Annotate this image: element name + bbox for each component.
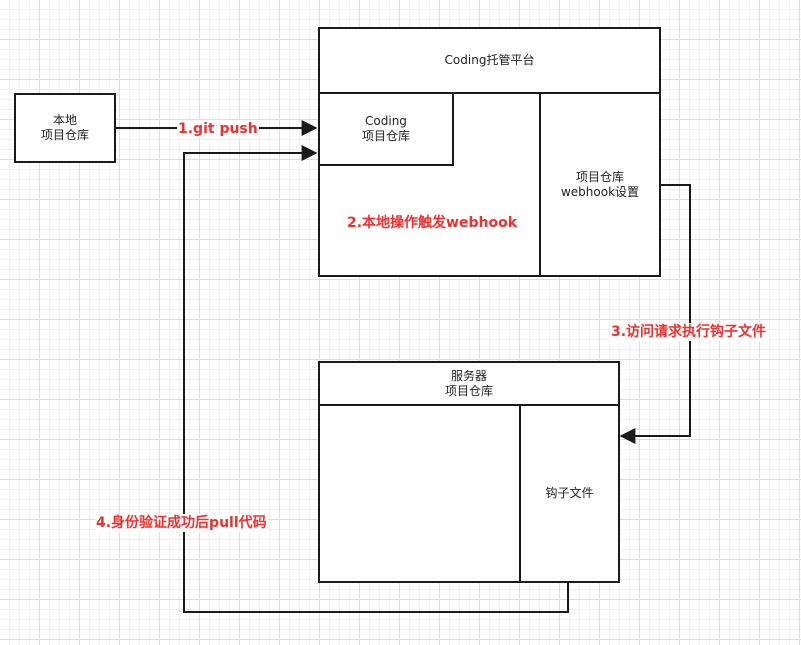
hook-file-box: 钩子文件 (519, 404, 620, 583)
arrow-request-hook (619, 184, 691, 444)
coding-platform-header: Coding托管平台 (318, 27, 661, 94)
webhook-settings-label: 项目仓库 webhook设置 (560, 169, 640, 199)
local-repo-label: 本地 项目仓库 (40, 113, 89, 142)
arrow-pull-code (183, 145, 569, 613)
step4-label: 4.身份验证成功后pull代码 (95, 514, 268, 532)
server-repo-label: 服务器 项目仓库 (444, 368, 493, 398)
local-repo-box: 本地 项目仓库 (14, 93, 116, 163)
server-repo-header: 服务器 项目仓库 (318, 361, 620, 406)
step1-label: 1.git push (177, 120, 259, 138)
server-repo-body (318, 404, 521, 583)
step2-label: 2.本地操作触发webhook (346, 214, 519, 232)
coding-repo-box: Coding 项目仓库 (318, 92, 454, 166)
coding-repo-label: Coding 项目仓库 (361, 114, 410, 143)
hook-file-label: 钩子文件 (545, 486, 594, 500)
step3-label: 3.访问请求执行钩子文件 (610, 323, 768, 341)
webhook-settings-box: 项目仓库 webhook设置 (539, 92, 661, 277)
coding-platform-label: Coding托管平台 (444, 53, 535, 67)
